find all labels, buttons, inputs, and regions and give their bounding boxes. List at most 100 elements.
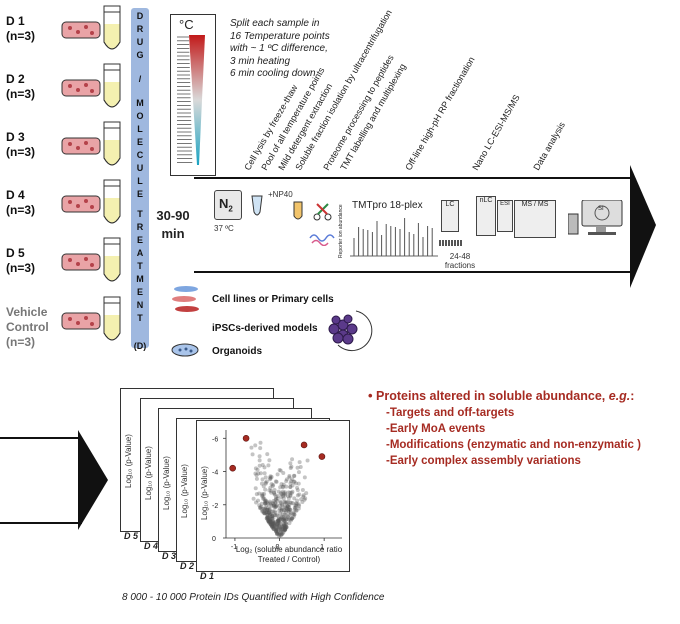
volcano-point — [266, 463, 271, 468]
volcano-point — [293, 503, 298, 508]
y-tick-label: -2 — [212, 503, 218, 510]
volcano-point — [257, 491, 262, 496]
volcano-point — [267, 506, 272, 511]
volcano-point — [282, 527, 287, 532]
volcano-point — [263, 501, 268, 506]
volcano-point — [278, 528, 283, 533]
volcano-point — [265, 510, 270, 515]
volcano-point — [262, 501, 267, 506]
volcano-hit-point — [300, 441, 308, 449]
panel-ylabel-d5: Log₁₀ (p-Value) — [124, 434, 133, 488]
volcano-point — [268, 519, 273, 524]
volcano-point — [294, 508, 299, 513]
volcano-point — [281, 517, 286, 522]
volcano-point — [271, 526, 276, 531]
drug-bar-letter: N — [136, 300, 144, 310]
volcano-point — [280, 530, 285, 535]
volcano-point — [278, 499, 283, 504]
volcano-point — [286, 517, 291, 522]
footer-caption: 8 000 - 10 000 Protein IDs Quantified wi… — [122, 592, 385, 603]
volcano-point — [276, 524, 281, 529]
volcano-point — [280, 524, 285, 529]
volcano-point — [276, 527, 281, 532]
volcano-point — [292, 505, 297, 510]
volcano-point — [262, 492, 267, 497]
volcano-point — [274, 503, 279, 508]
volcano-point — [263, 480, 268, 485]
volcano-point — [269, 503, 274, 508]
volcano-point — [253, 471, 258, 476]
volcano-point — [279, 527, 284, 532]
tube-icon — [61, 63, 121, 108]
volcano-point — [279, 532, 284, 537]
volcano-point — [270, 484, 275, 489]
volcano-point — [288, 490, 293, 495]
volcano-point — [302, 475, 307, 480]
drug-bar-letter: G — [136, 50, 144, 60]
volcano-point — [263, 481, 268, 486]
scissors-icon — [313, 203, 332, 221]
volcano-point — [281, 524, 286, 529]
volcano-point — [284, 479, 289, 484]
volcano-point — [273, 528, 278, 533]
volcano-point — [266, 515, 271, 520]
volcano-point — [281, 491, 286, 496]
volcano-point — [282, 508, 287, 513]
volcano-point — [272, 490, 277, 495]
volcano-point — [275, 531, 280, 536]
volcano-point — [281, 484, 286, 489]
volcano-point — [258, 471, 263, 476]
volcano-point — [295, 498, 300, 503]
volcano-point — [282, 521, 287, 526]
volcano-point — [303, 496, 308, 501]
volcano-point — [284, 522, 289, 527]
volcano-point — [279, 532, 284, 537]
volcano-point — [267, 501, 272, 506]
volcano-point — [264, 516, 269, 521]
volcano-point — [276, 518, 281, 523]
volcano-point — [260, 509, 265, 514]
volcano-point — [267, 510, 272, 515]
volcano-point — [279, 495, 284, 500]
volcano-point — [263, 501, 268, 506]
volcano-point — [268, 516, 273, 521]
volcano-point — [294, 501, 299, 506]
volcano-point — [282, 516, 287, 521]
volcano-point — [271, 516, 276, 521]
volcano-point — [271, 521, 276, 526]
organoid-icon — [328, 310, 373, 352]
volcano-point — [271, 482, 276, 487]
volcano-point — [271, 501, 276, 506]
volcano-point — [271, 519, 276, 524]
volcano-point — [305, 458, 310, 463]
fractions-label: 24-48 fractions — [444, 252, 476, 270]
detergent-tube-icon — [293, 201, 303, 220]
volcano-point — [292, 473, 297, 478]
volcano-point — [257, 454, 262, 459]
volcano-point — [259, 501, 264, 506]
volcano-point — [282, 499, 287, 504]
volcano-point — [287, 521, 292, 526]
volcano-point — [269, 522, 274, 527]
volcano-point — [260, 494, 265, 499]
volcano-point — [276, 522, 281, 527]
volcano-point — [284, 501, 289, 506]
tube-icon — [61, 179, 121, 224]
volcano-point — [278, 516, 283, 521]
drug-bar-letter: R — [136, 24, 144, 34]
volcano-point — [265, 507, 270, 512]
volcano-point — [278, 517, 283, 522]
volcano-point — [267, 458, 272, 463]
volcano-point — [254, 473, 259, 478]
volcano-point — [268, 476, 273, 481]
volcano-point — [267, 519, 272, 524]
finding-item: -Early complex assembly variations — [386, 455, 581, 467]
volcano-point — [267, 520, 272, 525]
volcano-point — [273, 527, 278, 532]
volcano-point — [261, 495, 266, 500]
drug-bar-letter: L — [137, 176, 143, 186]
volcano-point — [284, 477, 289, 482]
volcano-point — [291, 479, 296, 484]
volcano-point — [273, 510, 278, 515]
